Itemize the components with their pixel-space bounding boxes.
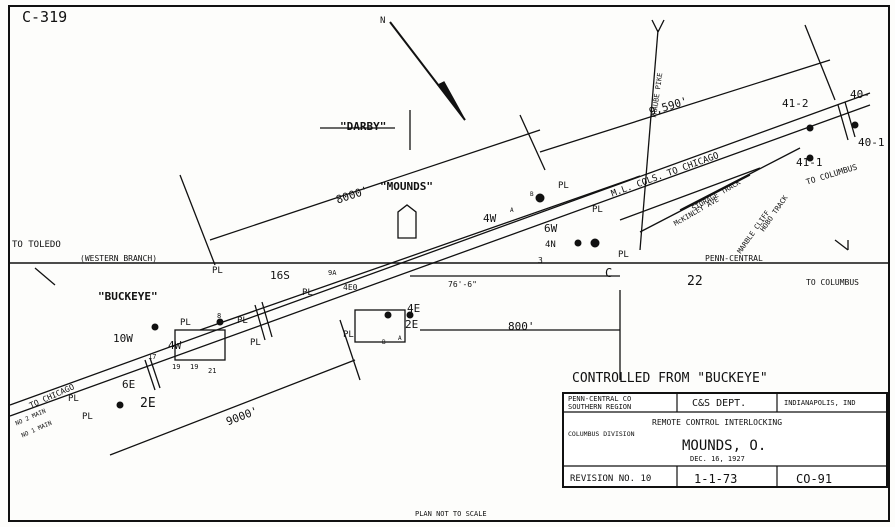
signal-4e0: 4E0	[343, 283, 358, 292]
signal-4n: 4N	[545, 240, 556, 250]
signal-21: 21	[208, 367, 217, 375]
tb-city: INDIANAPOLIS, IND	[784, 399, 856, 407]
north-label: N	[380, 16, 386, 26]
mounds-tower	[397, 204, 417, 239]
pl-marker: PL	[302, 288, 313, 298]
switch-box-4w	[174, 329, 226, 361]
a-marker: A	[510, 207, 514, 214]
signal-16s: 16S	[270, 269, 290, 282]
signal-2e-mounds: 2E	[405, 318, 419, 331]
tb-dwg-number: CO-91	[796, 472, 833, 486]
pl-marker: PL	[592, 205, 603, 215]
pl-marker: PL	[343, 330, 354, 340]
switch-box-4e	[354, 309, 406, 343]
tb-company: PENN-CENTRAL CO	[568, 395, 632, 403]
dim-tick-8000-right	[519, 114, 546, 171]
main-track-2	[9, 92, 871, 406]
pl-marker: PL	[237, 316, 248, 326]
controlled-from-label: CONTROLLED FROM "BUCKEYE"	[572, 371, 768, 386]
western-branch-label: (WESTERN BRANCH)	[80, 254, 158, 263]
signal-4e: 4E	[407, 302, 421, 315]
signal-41-1: 41-1	[796, 156, 823, 169]
dim-tick-9000	[339, 319, 361, 381]
dim-76-6: 76'-6"	[448, 280, 477, 289]
tb-region: SOUTHERN REGION	[568, 403, 632, 411]
signal-19b: 19	[190, 363, 199, 371]
signal-10w: 10W	[113, 332, 133, 345]
to-toledo-label: TO TOLEDO	[12, 240, 61, 250]
signal-40: 40-	[850, 88, 870, 101]
signal-22: 22	[687, 274, 703, 289]
pl-marker: PL	[558, 181, 569, 191]
signal-17: 17	[148, 353, 157, 361]
drawing-number: C-319	[22, 8, 68, 26]
control-point-c: C	[605, 266, 613, 280]
a-marker: A	[398, 335, 402, 342]
signal-19a: 19	[172, 363, 181, 371]
tb-rev-date: 1-1-73	[694, 472, 738, 486]
pl-marker: PL	[82, 412, 93, 422]
dim-line-9000	[109, 359, 356, 456]
mounds-label: "MOUNDS"	[380, 180, 433, 193]
signal-4w-mounds: 4W	[483, 212, 497, 225]
tb-subject: REMOTE CONTROL INTERLOCKING	[652, 418, 783, 427]
pl-marker: PL	[212, 266, 223, 276]
pl-marker: PL	[618, 250, 629, 260]
tb-location: MOUNDS, O.	[682, 438, 767, 454]
signal-6w: 6W	[544, 222, 558, 235]
signal-3: 3	[538, 256, 543, 265]
traube-pike-road	[639, 29, 659, 251]
main-track-1	[9, 104, 871, 417]
dim-tick-9590	[804, 24, 836, 101]
signal-40-1: 40-1	[858, 136, 885, 149]
b-marker: B	[530, 191, 534, 198]
pl-marker: PL	[68, 394, 79, 404]
pl-marker: PL	[250, 338, 261, 348]
plan-note: PLAN NOT TO SCALE	[415, 510, 487, 518]
penn-central-label: PENN-CENTRAL	[705, 254, 763, 263]
signal-41-2: 41-2	[782, 97, 809, 110]
dim-tick-8000-left	[179, 174, 216, 266]
signal-9a: 9A	[328, 269, 337, 277]
buckeye-label: "BUCKEYE"	[98, 290, 158, 303]
tb-revision: REVISION NO. 10	[570, 474, 652, 484]
tb-dept: C&S DEPT.	[692, 398, 747, 409]
signal-4w-buckeye: 4W	[168, 339, 182, 352]
marble-cliff-line	[679, 147, 801, 211]
b-marker: B	[382, 339, 386, 346]
title-block-grid	[562, 392, 888, 488]
dim-line-9590	[539, 59, 831, 153]
tb-division: COLUMBUS DIVISION	[568, 430, 635, 438]
pl-marker: PL	[180, 318, 191, 328]
ml-track	[199, 175, 641, 331]
signal-8: 8	[217, 312, 222, 320]
darby-label: "DARBY"	[340, 120, 387, 133]
dim-800: 800'	[508, 320, 535, 333]
title-block: PENN-CENTRAL CO SOUTHERN REGION C&S DEPT…	[562, 392, 888, 488]
signal-6e: 6E	[122, 378, 136, 391]
to-columbus-right-label: TO COLUMBUS	[806, 278, 859, 287]
tb-date: DEC. 16, 1927	[690, 455, 745, 463]
dim-line-8000	[209, 129, 541, 241]
mckinley-line	[639, 174, 751, 233]
signal-2e-buckeye: 2E	[140, 396, 156, 411]
